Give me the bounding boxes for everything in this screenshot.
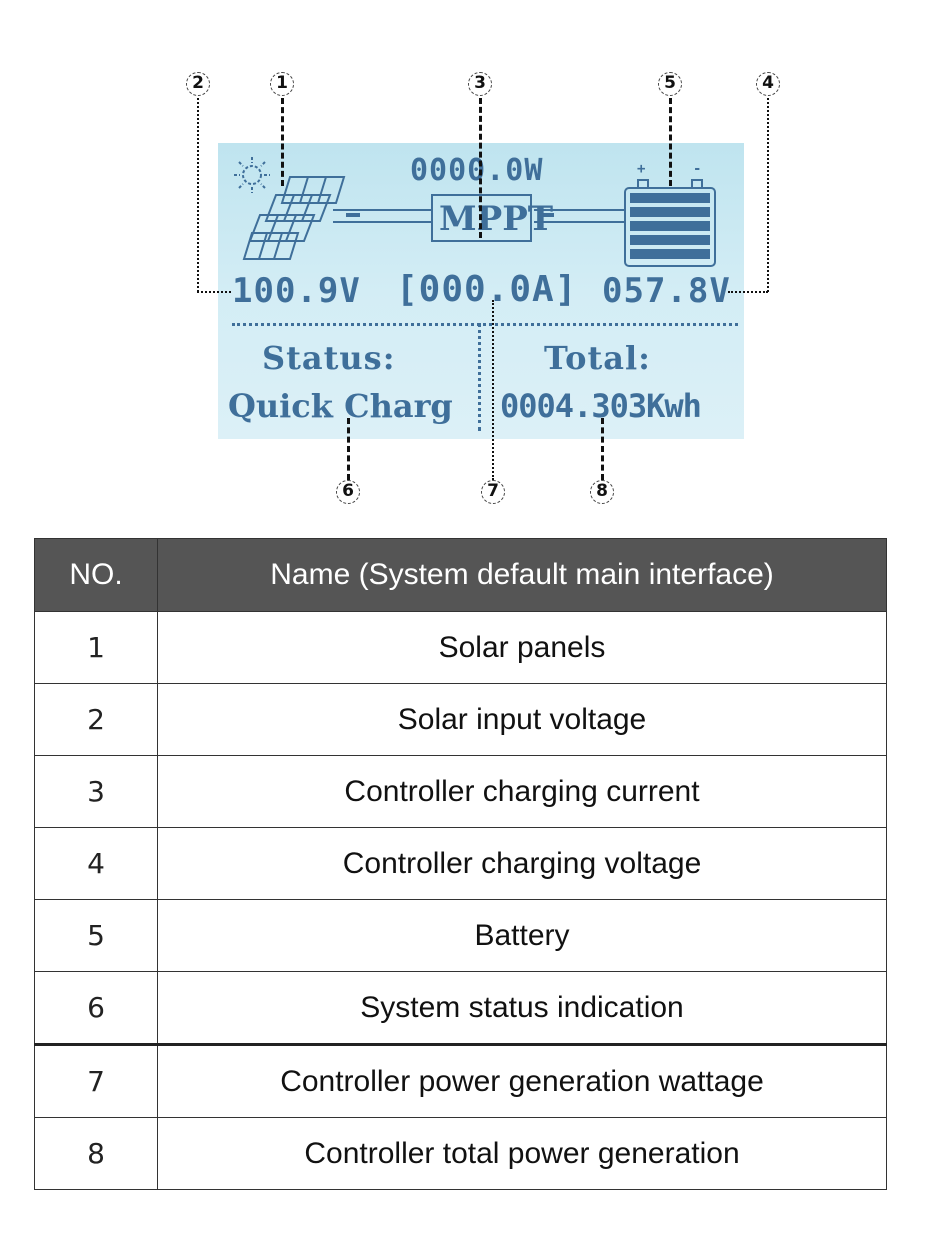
callout-1: 1 [270, 72, 294, 96]
leader-2 [197, 98, 199, 292]
row-name: Controller power generation wattage [157, 1043, 887, 1118]
header-no: NO. [34, 538, 158, 612]
solar-panel-icon [242, 176, 346, 260]
legend-table: NO. Name (System default main interface)… [34, 538, 887, 1190]
mppt-box: MPPT [431, 194, 553, 242]
flow-indicator-right [540, 213, 554, 217]
solar-voltage: 100.9V [232, 271, 361, 311]
power-readout: 0000.0W [410, 153, 544, 188]
row-name: Controller total power generation [157, 1117, 887, 1190]
charging-current: [000.0A] [396, 269, 578, 310]
row-name: System status indication [157, 971, 887, 1045]
status-label: Status: [262, 339, 396, 377]
row-no: 7 [34, 1043, 158, 1118]
leader-8 [601, 418, 604, 480]
table-header-row: NO. Name (System default main interface) [34, 538, 887, 612]
row-no: 8 [34, 1117, 158, 1190]
leader-2-h [197, 291, 231, 293]
lcd-divider-vertical [478, 323, 481, 431]
battery-icon [624, 187, 716, 267]
battery-plus-sign: + [637, 161, 647, 177]
mppt-to-battery-line [534, 209, 624, 223]
status-value: Quick Charg [228, 387, 453, 425]
total-value: 0004.303Kwh [500, 387, 702, 425]
row-name: Controller charging voltage [157, 827, 887, 900]
solar-to-mppt-line [333, 209, 431, 223]
mppt-label: MPPT [439, 199, 554, 239]
row-no: 3 [34, 755, 158, 828]
battery-voltage: 057.8V [602, 271, 731, 311]
callout-7: 7 [481, 480, 505, 504]
callout-3: 3 [468, 72, 492, 96]
row-no: 4 [34, 827, 158, 900]
header-name: Name (System default main interface) [157, 538, 887, 612]
callout-5: 5 [658, 72, 682, 96]
row-name: Solar panels [157, 611, 887, 684]
row-no: 2 [34, 683, 158, 756]
lcd-divider-horizontal [232, 323, 738, 326]
row-name: Battery [157, 899, 887, 972]
callout-2: 2 [186, 72, 210, 96]
leader-3 [479, 98, 482, 238]
leader-6 [347, 418, 350, 480]
row-name: Controller charging current [157, 755, 887, 828]
callout-4: 4 [756, 72, 780, 96]
leader-5 [669, 98, 672, 186]
row-name: Solar input voltage [157, 683, 887, 756]
leader-7 [492, 300, 494, 480]
sun-icon [234, 157, 270, 193]
leader-4-h [728, 291, 768, 293]
callout-6: 6 [336, 480, 360, 504]
battery-terminal-plus [637, 179, 649, 187]
leader-1 [281, 98, 284, 186]
callout-8: 8 [590, 480, 614, 504]
total-label: Total: [544, 339, 651, 377]
flow-indicator-left [346, 213, 360, 217]
battery-terminal-minus [691, 179, 703, 187]
row-no: 1 [34, 611, 158, 684]
row-no: 5 [34, 899, 158, 972]
leader-4 [767, 98, 769, 292]
battery-minus-sign: - [693, 161, 703, 177]
row-no: 6 [34, 971, 158, 1045]
